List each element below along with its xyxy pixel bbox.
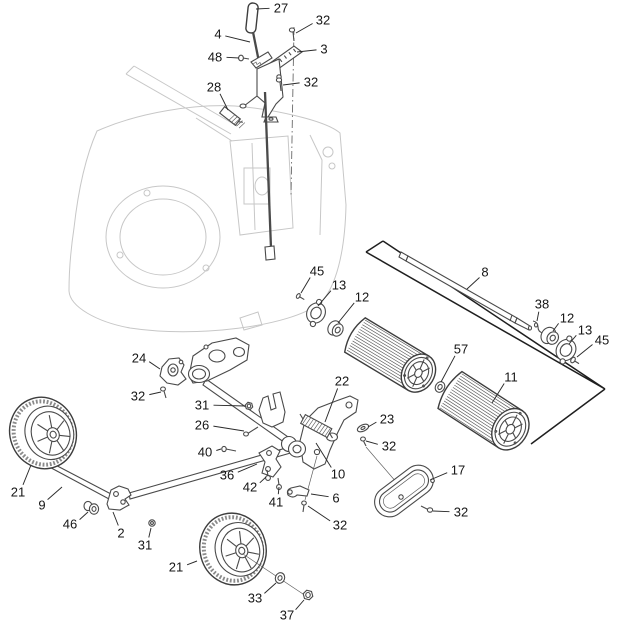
callout-leader-32 <box>432 510 450 513</box>
callout-label-32: 32 <box>316 13 330 28</box>
height-adjuster-frame <box>40 337 398 527</box>
callout-label-28: 28 <box>207 80 221 95</box>
callout-label-4: 4 <box>214 27 221 42</box>
callout-label-38: 38 <box>535 297 549 312</box>
callout-label-13: 13 <box>332 278 346 293</box>
callout-leader-45 <box>300 277 311 294</box>
callout-leader-32 <box>365 440 378 445</box>
callout-leader-12 <box>337 302 355 324</box>
callout-leader-2 <box>112 511 119 526</box>
callout-leader-32 <box>282 82 300 86</box>
callout-label-45: 45 <box>310 264 324 279</box>
callout-label-33: 33 <box>248 591 262 606</box>
callout-label-31: 31 <box>195 398 209 413</box>
callout-leader-32 <box>149 391 162 396</box>
callout-label-6: 6 <box>332 491 339 506</box>
callout-label-17: 17 <box>451 463 465 478</box>
callout-leader-26 <box>213 425 245 432</box>
roller-bearing-hardware <box>295 293 580 393</box>
callout-label-12: 12 <box>355 290 369 305</box>
callout-leader-9 <box>47 486 63 500</box>
callout-leader-40 <box>216 448 222 451</box>
callout-label-23: 23 <box>380 412 394 427</box>
callout-leader-46 <box>79 511 89 520</box>
callout-label-12: 12 <box>560 311 574 326</box>
callout-leader-13 <box>317 290 332 307</box>
callout-label-3: 3 <box>320 42 327 57</box>
callout-leader-6 <box>310 493 329 498</box>
callout-label-31: 31 <box>138 538 152 553</box>
callout-leader-33 <box>264 582 277 594</box>
callout-layer: 2732434832284513128381213455711242232312… <box>11 1 609 623</box>
callout-label-45: 45 <box>595 333 609 348</box>
wheel-left <box>8 396 78 470</box>
callout-leader-4 <box>225 35 251 43</box>
callout-leader-38 <box>536 311 540 322</box>
callout-label-22: 22 <box>335 374 349 389</box>
rear-roller-right <box>437 370 530 451</box>
callout-label-42: 42 <box>243 480 257 495</box>
callout-leader-3 <box>296 49 317 53</box>
callout-leader-21 <box>22 464 32 485</box>
callout-leader-28 <box>219 93 229 111</box>
callout-label-36: 36 <box>220 468 234 483</box>
callout-leader-36 <box>237 463 258 473</box>
callout-label-9: 9 <box>38 498 45 513</box>
callout-leader-11 <box>491 383 505 404</box>
callout-label-2: 2 <box>117 526 124 541</box>
callout-label-40: 40 <box>198 445 212 460</box>
callout-leader-23 <box>367 421 377 428</box>
callout-label-27: 27 <box>274 1 288 16</box>
callout-leader-8 <box>466 277 480 290</box>
nut-31 <box>244 401 254 411</box>
callout-leader-48 <box>226 56 240 59</box>
callout-leader-31 <box>213 404 246 407</box>
callout-leader-57 <box>440 355 456 383</box>
callout-leader-13 <box>568 334 577 345</box>
callout-label-11: 11 <box>504 370 518 385</box>
callout-leader-37 <box>295 599 305 611</box>
callout-label-48: 48 <box>208 50 222 65</box>
callout-leader-12 <box>552 323 559 332</box>
oval-cover <box>374 464 435 518</box>
callout-label-32: 32 <box>333 518 347 533</box>
callout-leader-24 <box>148 361 161 370</box>
mower-deck-ghost <box>68 65 347 333</box>
callout-leader-31 <box>148 527 152 538</box>
height-lever-assembly <box>218 2 303 261</box>
callout-label-32: 32 <box>131 389 145 404</box>
callout-leader-10 <box>315 442 332 468</box>
callout-label-21: 21 <box>169 560 183 575</box>
callout-leader-21 <box>186 560 198 566</box>
callout-label-8: 8 <box>481 265 488 280</box>
roller-axle-rod <box>398 251 533 331</box>
callout-label-26: 26 <box>195 418 209 433</box>
callout-label-32: 32 <box>382 439 396 454</box>
callout-label-57: 57 <box>454 342 468 357</box>
callout-leader-41 <box>277 486 280 495</box>
wheel-axle-hardware <box>242 553 314 601</box>
callout-label-32: 32 <box>304 75 318 90</box>
wheel-right <box>199 512 267 586</box>
callout-label-13: 13 <box>578 323 592 338</box>
callout-leader-27 <box>255 7 270 10</box>
callout-label-41: 41 <box>269 495 283 510</box>
callout-label-24: 24 <box>132 351 146 366</box>
callout-leader-17 <box>429 472 448 481</box>
group-flag-outline <box>365 240 606 445</box>
callout-label-37: 37 <box>280 608 294 623</box>
callout-leader-45 <box>576 344 593 358</box>
callout-leader-22 <box>324 388 339 423</box>
rear-roller-left <box>343 317 437 393</box>
callout-leader-32 <box>307 505 331 522</box>
nut-37 <box>302 589 314 601</box>
callout-label-46: 46 <box>63 517 77 532</box>
callout-label-21: 21 <box>11 485 25 500</box>
callout-label-10: 10 <box>331 467 345 482</box>
callout-leader-42 <box>259 476 267 484</box>
callout-leader-32 <box>295 23 313 34</box>
callout-label-32: 32 <box>454 505 468 520</box>
